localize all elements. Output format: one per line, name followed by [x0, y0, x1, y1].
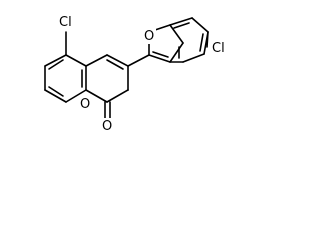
- chlorine-label: Cl: [212, 41, 225, 56]
- bond: [44, 54, 67, 67]
- atom-label-cl-right: Cl: [210, 40, 230, 56]
- chlorine-label: Cl: [59, 15, 72, 30]
- bond: [191, 17, 209, 33]
- double-bond-inner: [48, 59, 64, 70]
- double-bond-inner: [48, 86, 64, 97]
- atom-label-o-carbonyl: O: [100, 118, 114, 134]
- bond: [44, 89, 67, 103]
- pyranone-ring: [85, 54, 129, 103]
- bond: [169, 42, 184, 63]
- bond: [65, 89, 87, 103]
- bond: [106, 89, 129, 103]
- coumarin-benzene-ring: [44, 54, 87, 103]
- benzofuran-benzene-ring: [169, 17, 209, 63]
- atom-label-o-benzofuran: O: [142, 28, 156, 44]
- double-bond-inner: [199, 33, 204, 52]
- oxygen-label: O: [102, 119, 112, 134]
- bond-to-cl: [206, 31, 209, 48]
- bond: [85, 54, 108, 67]
- oxygen-label: O: [144, 29, 154, 44]
- double-bond-inner: [152, 51, 169, 58]
- chemical-structure-diagram: Cl O O O Cl: [44, 14, 230, 134]
- double-bond-inner: [106, 59, 124, 70]
- atom-label-cl-left: Cl: [57, 14, 77, 30]
- bond: [85, 89, 108, 103]
- biaryl-bond: [127, 54, 150, 67]
- atom-label-o-ring: O: [78, 96, 92, 112]
- bond: [169, 24, 184, 44]
- bond: [65, 54, 87, 67]
- bond: [169, 17, 193, 26]
- double-bond-inner: [173, 22, 190, 29]
- bond: [148, 54, 171, 63]
- bond: [182, 53, 205, 63]
- bond: [106, 54, 129, 67]
- oxygen-label: O: [80, 97, 90, 112]
